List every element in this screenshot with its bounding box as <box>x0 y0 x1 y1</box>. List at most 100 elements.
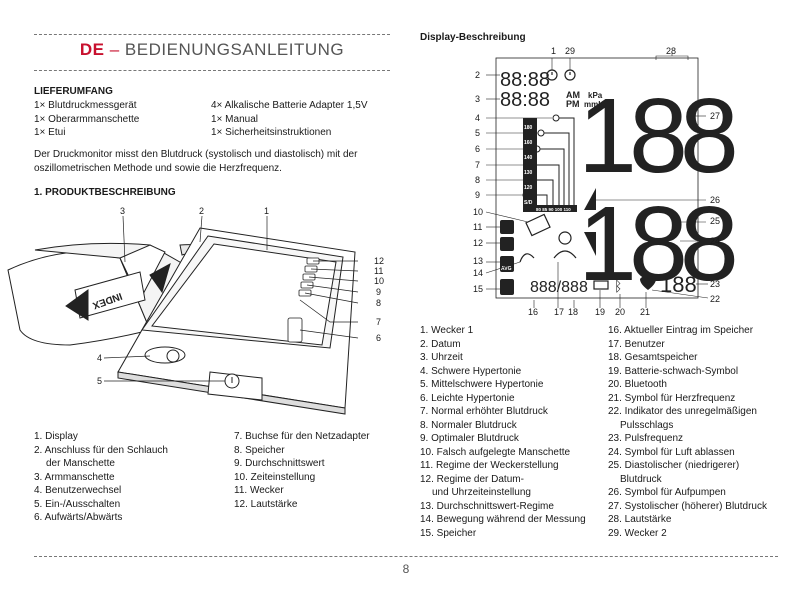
list-item: 21. Symbol für Herzfrequenz <box>608 392 736 404</box>
produkt-heading: 1. PRODUKTBESCHREIBUNG <box>34 187 176 198</box>
list-item: 19. Batterie-schwach-Symbol <box>608 365 739 377</box>
callout-10: 10 <box>374 276 385 286</box>
list-item: 14. Bewegung während der Messung <box>420 514 586 525</box>
callout-1: 1 <box>264 206 270 216</box>
header-rule-top <box>34 34 390 35</box>
list-item: 26. Symbol für Aufpumpen <box>608 487 726 498</box>
list-item: der Manschette <box>46 458 115 469</box>
list-item: 6. Aufwärts/Abwärts <box>34 512 123 523</box>
lcd-callout-4: 4 <box>475 113 481 123</box>
svg-text:S/D: S/D <box>524 200 533 206</box>
inflate-arrow-icon <box>584 188 596 210</box>
callout-11: 11 <box>374 266 384 276</box>
list-item: 1× Oberarmmanschette <box>34 113 140 125</box>
list-item: 22. Indikator des unregelmäßigen <box>608 406 757 417</box>
lcd-callout-22: 22 <box>710 294 721 304</box>
svg-text:88:88: 88:88 <box>500 89 550 111</box>
svg-text:140: 140 <box>524 155 533 161</box>
list-item: 11. Wecker <box>234 485 284 496</box>
list-item: 5. Mittelschwere Hypertonie <box>420 379 544 390</box>
footer-rule <box>34 556 778 557</box>
deflate-arrow-icon <box>584 232 596 256</box>
produkt-list-left: 1. Display 2. Anschluss für den Schlauch… <box>34 430 168 525</box>
avg-label: AVG <box>501 266 512 272</box>
callout-4: 4 <box>97 353 103 363</box>
lcd-callout-1: 1 <box>551 46 557 56</box>
list-item: 2. Datum <box>420 338 461 350</box>
list-item: Blutdruck <box>620 473 662 485</box>
list-item: und Uhrzeiteinstellung <box>432 487 531 498</box>
lcd-callout-5: 5 <box>475 128 481 138</box>
list-item: Pulsschlags <box>620 419 674 431</box>
lcd-callout-21: 21 <box>640 307 651 317</box>
list-item: 4. Benutzerwechsel <box>34 485 122 496</box>
date-time-digits: 88:88 88:88 <box>500 69 550 111</box>
kpa-label: kPa <box>588 91 603 100</box>
systolic-digits: 188 <box>578 77 743 195</box>
lcd-callout-16: 16 <box>528 307 539 317</box>
heart-icon <box>640 276 656 290</box>
intro-line: oszillometrischen Methode und sowie die … <box>34 162 282 174</box>
list-item: 12. Regime der Datum- <box>420 473 524 485</box>
memory-digits: 888/888 <box>530 279 588 296</box>
list-item: 8. Speicher <box>234 444 285 456</box>
list-item: 11. Regime der Weckerstellung <box>420 460 559 471</box>
list-item: 18. Gesamtspeicher <box>608 352 698 363</box>
device-illustration: INDEX <box>7 215 359 415</box>
lcd-callout-3: 3 <box>475 94 481 104</box>
list-item: 1. Display <box>34 431 78 442</box>
svg-text:120: 120 <box>524 185 533 191</box>
list-item: 23. Pulsfrequenz <box>608 433 684 444</box>
list-item: 9. Durchschnittswert <box>234 458 325 469</box>
display-list-right: 16. Aktueller Eintrag im Speicher 17. Be… <box>608 324 767 540</box>
list-item: 13. Durchschnittswert-Regime <box>420 500 554 512</box>
am-label: AM <box>566 90 580 100</box>
pulse-digits: 188 <box>660 272 697 297</box>
lcd-callout-9: 9 <box>475 190 481 200</box>
lcd-frame <box>495 57 699 299</box>
callout-9: 9 <box>376 287 382 297</box>
svg-text:180: 180 <box>524 125 533 131</box>
svg-text:160: 160 <box>524 140 533 146</box>
callout-2: 2 <box>199 206 205 216</box>
list-item: 8. Normaler Blutdruck <box>420 419 517 431</box>
list-item: 7. Buchse für den Netzadapter <box>234 431 370 442</box>
intro-paragraph: Der Druckmonitor misst den Blutdruck (sy… <box>34 148 357 175</box>
header-rule-bottom <box>34 70 390 71</box>
list-item: 16. Aktueller Eintrag im Speicher <box>608 325 754 336</box>
callout-6: 6 <box>376 333 382 343</box>
list-item: 27. Systolischer (höherer) Blutdruck <box>608 500 767 512</box>
lcd-callout-17: 17 <box>554 307 565 317</box>
page-title: DE – BEDIENUNGSANLEITUNG <box>34 40 390 60</box>
svg-text:188: 188 <box>578 77 735 195</box>
produkt-list-right: 7. Buchse für den Netzadapter 8. Speiche… <box>234 430 370 511</box>
classification-bottom-scale: 80 85 90 100 110 <box>536 207 571 212</box>
list-item: 1. Wecker 1 <box>420 325 474 336</box>
lcd-callout-14: 14 <box>473 268 484 278</box>
language-code: DE <box>79 40 105 59</box>
lcd-diagram: 88:88 88:88 AM PM kPa mmHg 180 160 140 1… <box>485 52 743 308</box>
list-item: 3. Armmanschette <box>34 471 115 483</box>
lcd-callout-23: 23 <box>710 279 721 289</box>
user-icon <box>553 231 577 259</box>
list-item: 20. Bluetooth <box>608 379 667 390</box>
title-separator: – <box>109 40 120 59</box>
intro-line: Der Druckmonitor misst den Blutdruck (sy… <box>34 149 358 160</box>
lcd-callout-10: 10 <box>473 207 484 217</box>
lieferumfang-left-list: 1× Blutdruckmessgerät 1× Oberarmmanschet… <box>34 99 139 140</box>
lcd-callout-8: 8 <box>475 175 481 185</box>
list-item: 5. Ein-/Ausschalten <box>34 498 121 510</box>
classification-markers <box>522 114 575 205</box>
lcd-callout-29: 29 <box>565 46 576 56</box>
list-item: 4. Schwere Hypertonie <box>420 365 522 377</box>
mmhg-label: mmHg <box>584 100 609 109</box>
list-item: 15. Speicher <box>420 527 477 539</box>
list-item: 10. Zeiteinstellung <box>234 471 316 483</box>
svg-text:130: 130 <box>524 170 533 176</box>
lcd-callout-26: 26 <box>710 195 721 205</box>
lcd-callout-20: 20 <box>615 307 626 317</box>
lcd-callout-6: 6 <box>475 144 481 154</box>
lcd-callout-25: 25 <box>710 216 721 226</box>
list-item: 10. Falsch aufgelegte Manschette <box>420 446 571 458</box>
callout-12: 12 <box>374 256 385 266</box>
